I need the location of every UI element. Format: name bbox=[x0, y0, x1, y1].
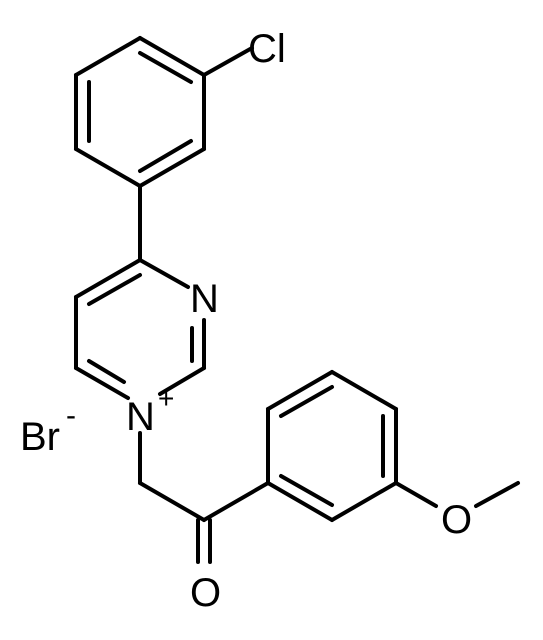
bond bbox=[158, 366, 206, 396]
bond bbox=[330, 370, 398, 411]
double-bond bbox=[279, 385, 334, 418]
bond bbox=[74, 147, 142, 188]
bond bbox=[74, 258, 142, 299]
nitrogen-cation-label: N bbox=[126, 395, 155, 439]
nitrogen-label: N bbox=[190, 277, 219, 321]
bond bbox=[330, 481, 398, 522]
bond bbox=[74, 366, 130, 400]
cation-charge-label: + bbox=[158, 383, 174, 414]
double-bond bbox=[87, 273, 142, 306]
bond bbox=[138, 481, 206, 522]
bond bbox=[74, 36, 142, 77]
bromide-label: Br bbox=[20, 415, 60, 459]
methoxyphenyl-ring bbox=[266, 370, 398, 522]
bond bbox=[266, 481, 334, 522]
bromide-charge-label: - bbox=[66, 399, 76, 432]
chlorine-label: Cl bbox=[248, 27, 286, 71]
bond bbox=[474, 481, 520, 508]
bond bbox=[138, 258, 190, 289]
bond bbox=[202, 481, 270, 522]
bond bbox=[394, 481, 438, 508]
bond bbox=[266, 370, 334, 411]
double-bond bbox=[138, 139, 193, 173]
double-bond bbox=[138, 51, 193, 84]
bond bbox=[138, 36, 206, 77]
pyrimidinium-ring bbox=[74, 258, 206, 400]
bond bbox=[202, 46, 254, 77]
double-bond bbox=[279, 474, 334, 507]
methoxy-oxygen-label: O bbox=[441, 498, 472, 542]
double-bond bbox=[87, 359, 126, 384]
bond bbox=[138, 147, 206, 188]
carbonyl-oxygen-label: O bbox=[190, 571, 221, 615]
chlorophenyl-ring bbox=[74, 36, 206, 188]
